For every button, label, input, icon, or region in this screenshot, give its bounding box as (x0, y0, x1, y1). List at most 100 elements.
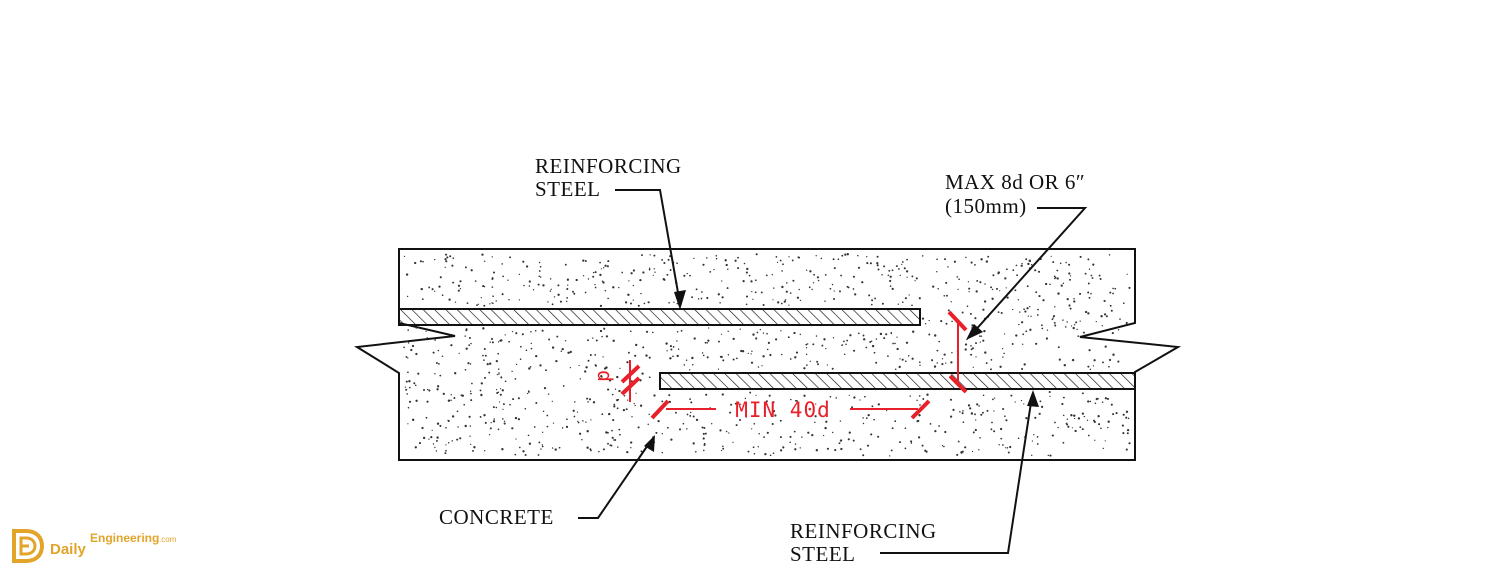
concrete-aggregate-dot (825, 347, 827, 350)
concrete-aggregate-dot (908, 294, 910, 296)
concrete-aggregate-dot (530, 347, 533, 350)
concrete-aggregate-dot (1084, 310, 1088, 314)
concrete-aggregate-dot (691, 296, 694, 299)
concrete-aggregate-dot (853, 396, 856, 399)
concrete-aggregate-dot (403, 255, 406, 258)
concrete-aggregate-dot (773, 410, 776, 412)
concrete-aggregate-dot (898, 268, 900, 270)
concrete-aggregate-dot (491, 286, 494, 288)
concrete-aggregate-dot (999, 365, 1002, 368)
concrete-aggregate-dot (445, 449, 447, 452)
concrete-aggregate-dot (439, 424, 442, 427)
concrete-aggregate-dot (997, 271, 1000, 274)
concrete-aggregate-dot (796, 296, 800, 299)
concrete-aggregate-dot (833, 298, 835, 300)
concrete-aggregate-dot (565, 300, 568, 303)
concrete-aggregate-dot (799, 299, 802, 302)
concrete-aggregate-dot (683, 274, 686, 277)
concrete-aggregate-dot (1026, 307, 1029, 310)
concrete-aggregate-dot (418, 442, 422, 445)
concrete-aggregate-dot (587, 401, 589, 403)
concrete-aggregate-dot (551, 346, 555, 349)
concrete-aggregate-dot (557, 293, 560, 296)
concrete-aggregate-dot (1079, 426, 1082, 428)
concrete-aggregate-dot (669, 345, 672, 348)
concrete-aggregate-dot (722, 447, 725, 450)
concrete-stipple (403, 253, 1131, 457)
concrete-aggregate-dot (631, 416, 633, 418)
concrete-aggregate-dot (643, 302, 646, 305)
concrete-aggregate-dot (515, 332, 518, 335)
concrete-aggregate-dot (568, 352, 571, 354)
concrete-aggregate-dot (998, 444, 1000, 446)
concrete-aggregate-dot (496, 373, 498, 376)
concrete-aggregate-dot (777, 301, 780, 304)
concrete-aggregate-dot (776, 261, 779, 264)
concrete-aggregate-dot (1079, 255, 1082, 258)
concrete-aggregate-dot (841, 254, 844, 257)
concrete-aggregate-dot (943, 353, 946, 356)
concrete-aggregate-dot (762, 355, 765, 358)
concrete-aggregate-dot (1126, 432, 1129, 435)
concrete-aggregate-dot (470, 342, 472, 345)
concrete-aggregate-dot (430, 436, 433, 439)
concrete-aggregate-dot (848, 394, 850, 396)
concrete-aggregate-dot (919, 364, 921, 366)
concrete-aggregate-dot (809, 270, 812, 273)
concrete-aggregate-dot (450, 344, 453, 347)
concrete-aggregate-dot (814, 421, 816, 424)
concrete-aggregate-dot (1017, 299, 1020, 301)
concrete-aggregate-dot (953, 260, 957, 263)
concrete-aggregate-dot (439, 276, 442, 279)
concrete-aggregate-dot (844, 253, 847, 256)
concrete-aggregate-dot (1098, 274, 1101, 277)
concrete-aggregate-dot (1107, 426, 1109, 429)
concrete-aggregate-dot (1100, 315, 1103, 318)
concrete-aggregate-dot (838, 442, 841, 445)
concrete-aggregate-dot (611, 429, 613, 432)
arrowhead-max-spacing (966, 324, 983, 340)
concrete-aggregate-dot (840, 447, 843, 451)
concrete-aggregate-dot (637, 304, 640, 307)
concrete-aggregate-dot (787, 336, 790, 339)
concrete-aggregate-dot (921, 444, 924, 447)
concrete-aggregate-dot (1092, 365, 1095, 367)
concrete-aggregate-dot (1049, 395, 1051, 398)
concrete-aggregate-dot (518, 446, 521, 449)
concrete-aggregate-dot (944, 430, 947, 434)
concrete-aggregate-dot (682, 422, 685, 425)
concrete-aggregate-dot (799, 333, 802, 336)
concrete-aggregate-dot (1049, 454, 1052, 457)
concrete-aggregate-dot (627, 293, 630, 296)
concrete-aggregate-dot (406, 393, 409, 395)
concrete-aggregate-dot (822, 434, 825, 437)
concrete-aggregate-dot (1051, 318, 1054, 321)
concrete-aggregate-dot (438, 285, 441, 288)
concrete-aggregate-dot (501, 293, 504, 296)
concrete-aggregate-dot (947, 309, 950, 312)
concrete-aggregate-dot (470, 392, 472, 395)
concrete-aggregate-dot (403, 346, 405, 349)
concrete-aggregate-dot (542, 410, 545, 413)
concrete-aggregate-dot (771, 274, 773, 276)
concrete-aggregate-dot (405, 380, 408, 383)
concrete-aggregate-dot (594, 271, 597, 274)
concrete-aggregate-dot (911, 275, 914, 278)
concrete-aggregate-dot (1025, 330, 1028, 333)
concrete-aggregate-dot (968, 287, 971, 290)
concrete-aggregate-dot (484, 421, 487, 424)
concrete-aggregate-dot (605, 335, 609, 338)
concrete-aggregate-dot (525, 349, 528, 352)
concrete-aggregate-dot (637, 426, 640, 429)
concrete-aggregate-dot (438, 363, 440, 365)
concrete-aggregate-dot (950, 361, 953, 364)
concrete-aggregate-dot (497, 391, 500, 393)
concrete-aggregate-dot (918, 414, 921, 417)
concrete-aggregate-dot (657, 419, 660, 423)
concrete-aggregate-dot (530, 342, 532, 345)
concrete-aggregate-dot (903, 267, 906, 270)
concrete-aggregate-dot (1064, 326, 1067, 328)
concrete-aggregate-dot (623, 394, 626, 397)
concrete-aggregate-dot (938, 425, 940, 427)
concrete-aggregate-dot (469, 435, 471, 437)
